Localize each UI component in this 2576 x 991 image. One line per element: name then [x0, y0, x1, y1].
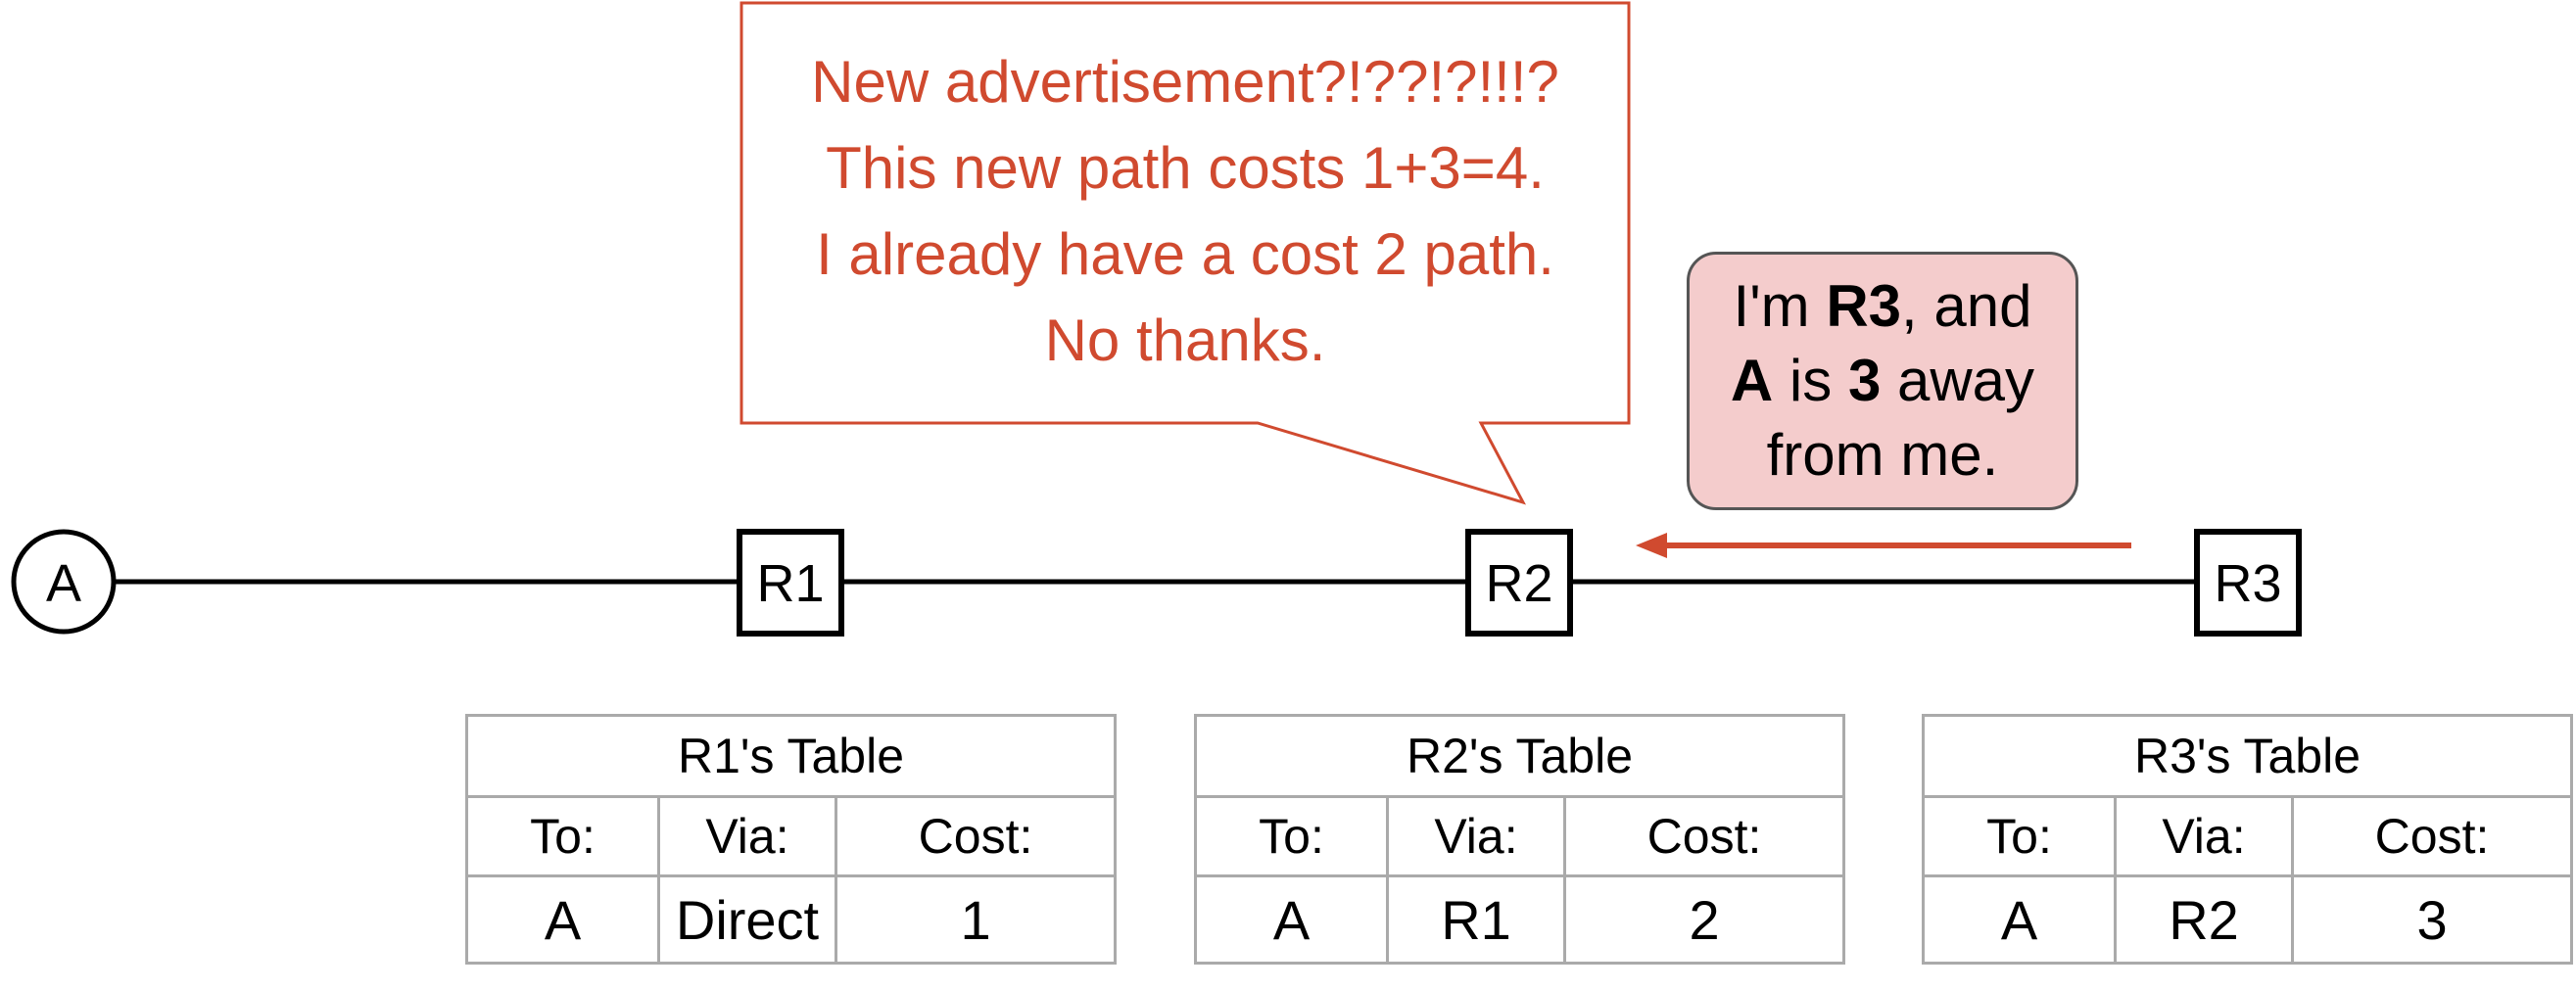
router-r3-label: R3: [2214, 554, 2282, 613]
table-row: A Direct 1: [465, 874, 1118, 965]
cell-to: A: [1922, 874, 2117, 965]
table-row: A R1 2: [1194, 874, 1846, 965]
r1-routing-table: R1's Table To: Via: Cost: A Direct 1: [464, 714, 1118, 965]
header-via: Via:: [2114, 795, 2294, 877]
r3-routing-table: R3's Table To: Via: Cost: A R2 3: [1921, 714, 2574, 965]
header-cost: Cost:: [2290, 795, 2574, 877]
message-line-2: A is 3 away: [1730, 348, 2035, 413]
header-cost: Cost:: [834, 795, 1118, 877]
cell-cost: 1: [834, 874, 1118, 965]
header-via: Via:: [1386, 795, 1566, 877]
host-a-label: A: [45, 554, 82, 613]
cell-to: A: [1194, 874, 1389, 965]
advertisement-message: I'm R3, and A is 3 away from me.: [1687, 252, 2078, 510]
table-title: R3's Table: [1921, 714, 2574, 798]
message-line-1: I'm R3, and: [1733, 273, 2032, 339]
header-to: To:: [465, 795, 660, 877]
header-to: To:: [1194, 795, 1389, 877]
cell-via: R2: [2114, 874, 2294, 965]
host-a-node: [11, 529, 117, 635]
cell-via: Direct: [657, 874, 837, 965]
speech-line-3: I already have a cost 2 path.: [816, 221, 1554, 287]
speech-line-4: No thanks.: [1044, 307, 1326, 373]
table-row: A R2 3: [1922, 874, 2574, 965]
cell-cost: 3: [2290, 874, 2574, 965]
speech-line-2: This new path costs 1+3=4.: [826, 135, 1545, 201]
speech-line-1: New advertisement?!??!?!!!?: [811, 49, 1559, 115]
speech-bubble-text: New advertisement?!??!?!!!? This new pat…: [744, 39, 1626, 384]
cell-cost: 2: [1562, 874, 1846, 965]
header-to: To:: [1922, 795, 2117, 877]
table-title: R1's Table: [464, 714, 1118, 798]
r2-routing-table: R2's Table To: Via: Cost: A R1 2: [1193, 714, 1846, 965]
router-r1-label: R1: [756, 554, 825, 613]
arrow-head: [1636, 533, 1667, 558]
header-via: Via:: [657, 795, 837, 877]
router-r2-label: R2: [1485, 554, 1553, 613]
router-r2-node: [1465, 529, 1573, 637]
speech-bubble: [739, 1, 1631, 505]
router-r3-node: [2194, 529, 2302, 637]
router-r1-node: [737, 529, 844, 637]
header-cost: Cost:: [1562, 795, 1846, 877]
message-line-3: from me.: [1766, 422, 1999, 488]
table-title: R2's Table: [1193, 714, 1846, 798]
cell-via: R1: [1386, 874, 1566, 965]
cell-to: A: [465, 874, 660, 965]
